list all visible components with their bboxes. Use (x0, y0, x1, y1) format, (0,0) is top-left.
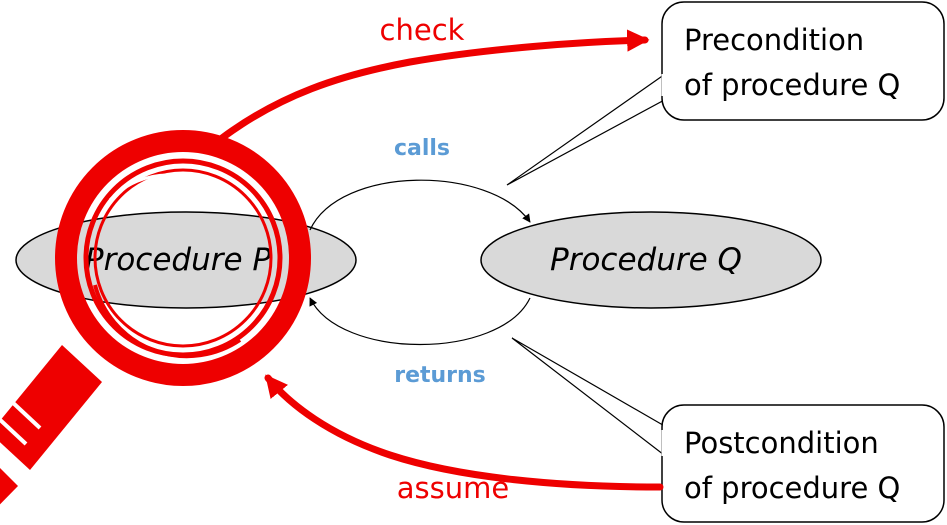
returns-label: returns (394, 363, 486, 388)
assume-arrow (264, 374, 664, 491)
postcondition-pointer (511, 337, 669, 460)
check-arrow (218, 29, 650, 142)
precondition-line-1: Precondition (684, 23, 864, 57)
postcondition-callout: Postcondition of procedure Q (661, 404, 945, 523)
precondition-callout: Precondition of procedure Q (661, 1, 945, 121)
postcondition-line-1: Postcondition (684, 426, 879, 460)
precondition-pointer (506, 70, 669, 186)
precondition-line-2: of procedure Q (684, 68, 900, 102)
calls-label: calls (394, 136, 450, 161)
procedure-p-label: Procedure P (85, 242, 272, 278)
procedure-p-node: Procedure P (15, 211, 357, 309)
magnifying-glass-icon (0, 130, 311, 505)
procedure-q-label: Procedure Q (550, 242, 742, 278)
assume-label: assume (397, 471, 509, 505)
returns-arrow (309, 297, 531, 346)
procedure-q-node: Procedure Q (480, 211, 822, 309)
postcondition-line-2: of procedure Q (684, 471, 900, 505)
calls-arrow (309, 179, 531, 231)
check-label: check (380, 13, 465, 47)
